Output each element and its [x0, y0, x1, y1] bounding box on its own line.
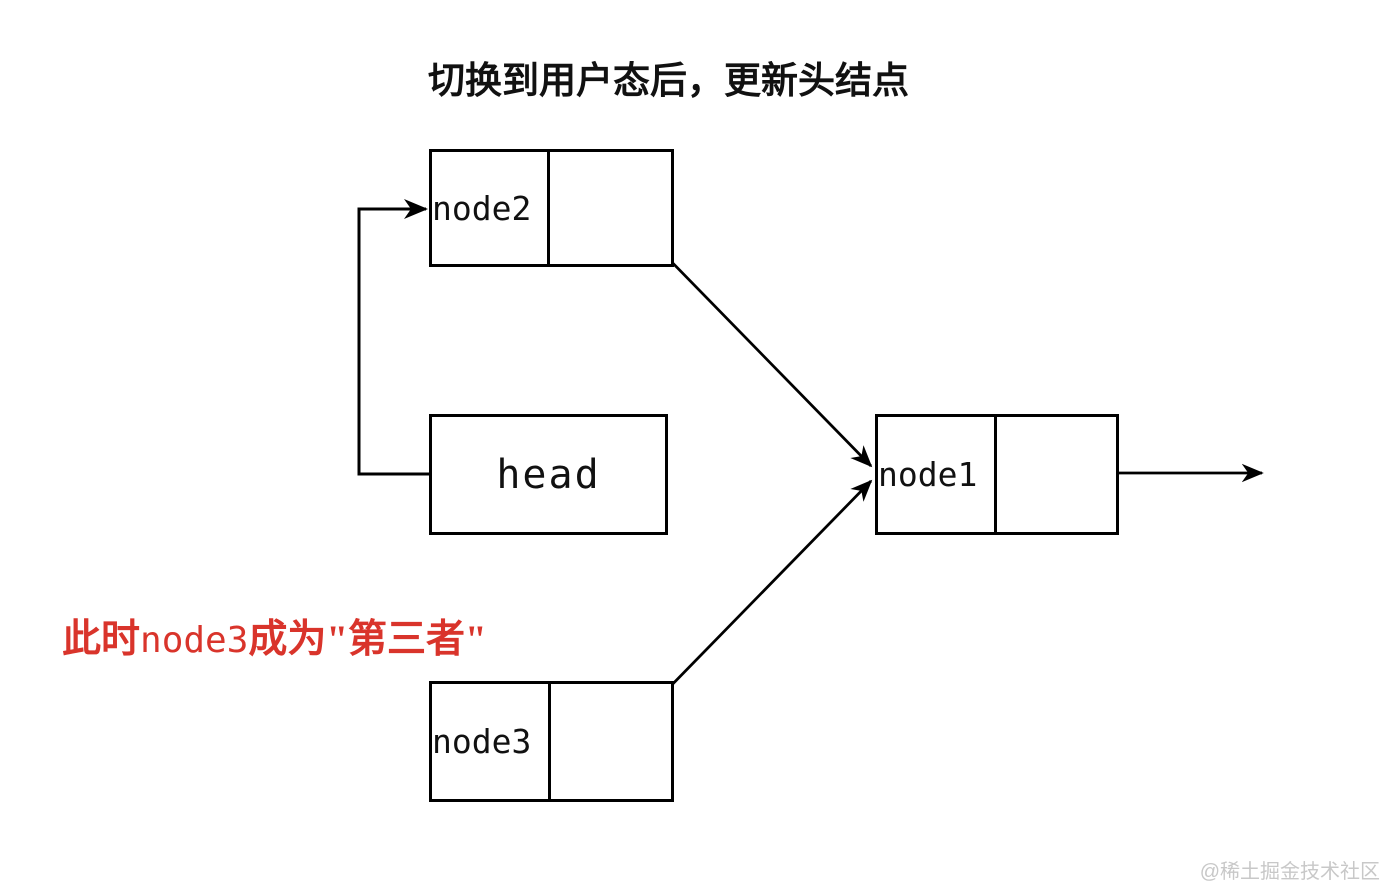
head-label: head	[496, 451, 601, 498]
node3-box: node3	[429, 681, 674, 802]
node2-label: node2	[432, 188, 532, 228]
annotation-code: node3	[140, 620, 249, 661]
annotation-prefix: 此时	[62, 618, 141, 661]
watermark: @稀土掘金技术社区	[1199, 861, 1380, 883]
node3-value-cell: node3	[432, 684, 551, 799]
node2-value-cell: node2	[432, 152, 550, 264]
node2-box: node2	[429, 149, 674, 267]
head-box: head	[429, 414, 668, 535]
node1-value-cell: node1	[878, 417, 997, 532]
node2-pointer-cell	[550, 152, 671, 264]
node1-pointer-cell	[997, 417, 1116, 532]
node1-box: node1	[875, 414, 1119, 535]
arrow-head-to-node2	[357, 199, 429, 476]
node1-label: node1	[878, 455, 978, 494]
node3-label: node3	[432, 722, 532, 761]
annotation-suffix: 成为"第三者"	[248, 618, 487, 661]
node3-pointer-cell	[551, 684, 671, 799]
diagram-title: 切换到用户态后，更新头结点	[428, 61, 909, 102]
annotation-text: 此时node3成为"第三者"	[62, 608, 487, 664]
